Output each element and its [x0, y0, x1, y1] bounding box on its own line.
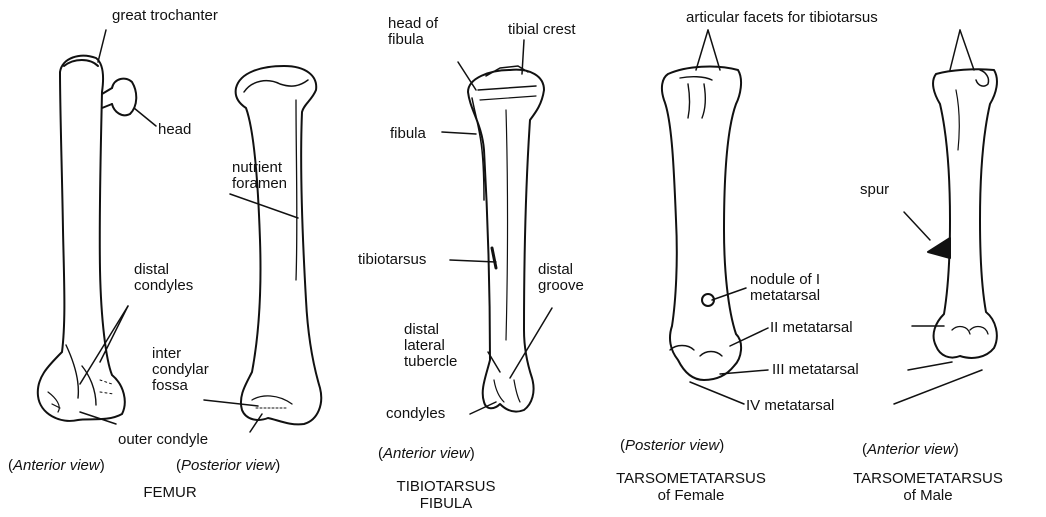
tarso-male-drawing	[928, 69, 997, 358]
label-head-femur: head	[158, 122, 191, 138]
label-nutrient-foramen: nutrient foramen	[232, 160, 312, 192]
label-III-metatarsal: III metatarsal	[772, 362, 859, 378]
label-head-of-fibula: head of fibula	[388, 16, 460, 48]
label-great-trochanter: great trochanter	[112, 8, 218, 24]
tibiotarsus-drawing	[468, 66, 544, 412]
view-tibiotarsus-anterior: (Anterior view)	[378, 446, 475, 462]
label-articular-facets: articular facets for tibiotarsus	[686, 10, 878, 26]
label-IV-metatarsal: IV metatarsal	[746, 398, 834, 414]
tarso-female-drawing	[662, 67, 741, 380]
label-II-metatarsal: II metatarsal	[770, 320, 853, 336]
view-tarso-female-posterior: (Posterior view)	[620, 438, 724, 454]
label-distal-condyles: distal condyles	[134, 262, 214, 294]
femur-posterior-drawing	[236, 66, 322, 424]
label-distal-groove: distal groove	[538, 262, 598, 294]
label-inter-condylar-fossa: inter condylar fossa	[152, 346, 222, 394]
label-tibial-crest: tibial crest	[508, 22, 576, 38]
caption-femur: FEMUR	[110, 484, 230, 501]
view-femur-posterior: (Posterior view)	[176, 458, 280, 474]
label-tibiotarsus: tibiotarsus	[358, 252, 426, 268]
view-femur-anterior: (Anterior view)	[8, 458, 105, 474]
femur-anterior-drawing	[38, 56, 136, 421]
label-outer-condyle: outer condyle	[118, 432, 208, 448]
label-condyles: condyles	[386, 406, 445, 422]
label-distal-lateral-tubercle: distal lateral tubercle	[404, 322, 476, 370]
label-spur: spur	[860, 182, 889, 198]
label-nodule-of-I-metatarsal: nodule of I metatarsal	[750, 272, 870, 304]
label-fibula: fibula	[390, 126, 426, 142]
view-tarso-male-anterior: (Anterior view)	[862, 442, 959, 458]
